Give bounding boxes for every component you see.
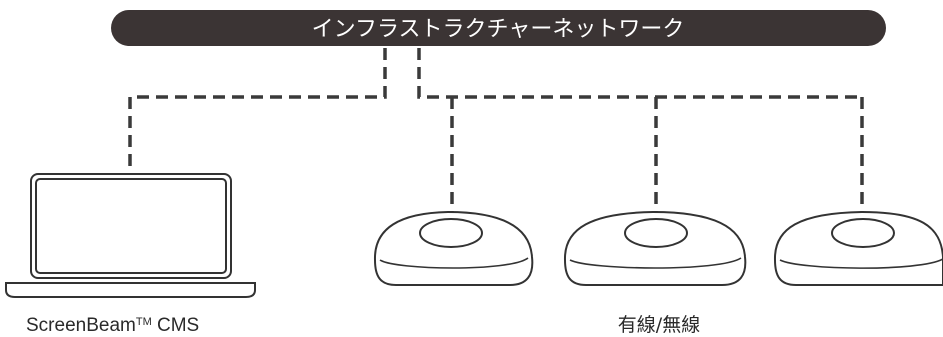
- receiver-2-button: [624, 218, 688, 248]
- laptop-screen-bezel: [35, 178, 227, 274]
- receiver-device: [563, 210, 747, 286]
- connection-lines: [128, 48, 864, 212]
- laptop-icon: [5, 173, 256, 298]
- receiver-device: [373, 210, 534, 286]
- receiver-1-button: [419, 218, 483, 248]
- receiver-3-button: [831, 218, 895, 248]
- laptop-label: ScreenBeamTM CMS: [26, 315, 199, 336]
- laptop-base: [5, 282, 256, 298]
- receivers-label: 有線/無線: [618, 314, 700, 336]
- laptop-connection-line: [128, 48, 387, 178]
- receivers-bus-line: [417, 48, 862, 99]
- network-bar-shape: [111, 10, 886, 46]
- infrastructure-network-bar: インフラストラクチャーネットワーク: [111, 10, 886, 46]
- network-bar-label: インフラストラクチャーネットワーク: [312, 17, 685, 42]
- receiver-device: [773, 210, 943, 286]
